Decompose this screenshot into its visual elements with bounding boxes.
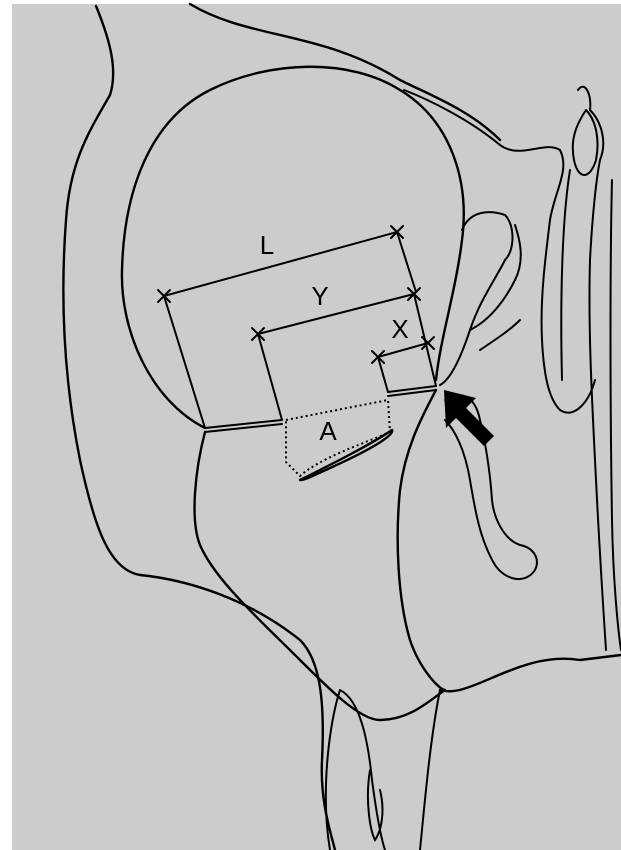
- label-a: A: [319, 416, 337, 446]
- floor-left-2: [205, 424, 282, 432]
- label-l: L: [260, 230, 274, 260]
- bottom-structure: [326, 690, 440, 850]
- floor-left: [205, 420, 282, 428]
- lower-cavity: [195, 432, 621, 720]
- arrow-icon: [444, 390, 494, 446]
- nasal-septum: [561, 87, 621, 650]
- measure-y-tick-left: [258, 334, 282, 420]
- measure-l-tick-right: [397, 232, 416, 292]
- measure-l-line: [164, 232, 397, 296]
- label-x: X: [391, 314, 408, 344]
- label-y: Y: [311, 281, 328, 311]
- septal-wall: [398, 390, 445, 690]
- sinus-cavity: [122, 67, 464, 428]
- ethmoid-structures: [404, 90, 595, 579]
- measure-x-line: [378, 343, 428, 357]
- measure-l-tick-left: [164, 296, 205, 428]
- region-a-lens: [300, 430, 392, 480]
